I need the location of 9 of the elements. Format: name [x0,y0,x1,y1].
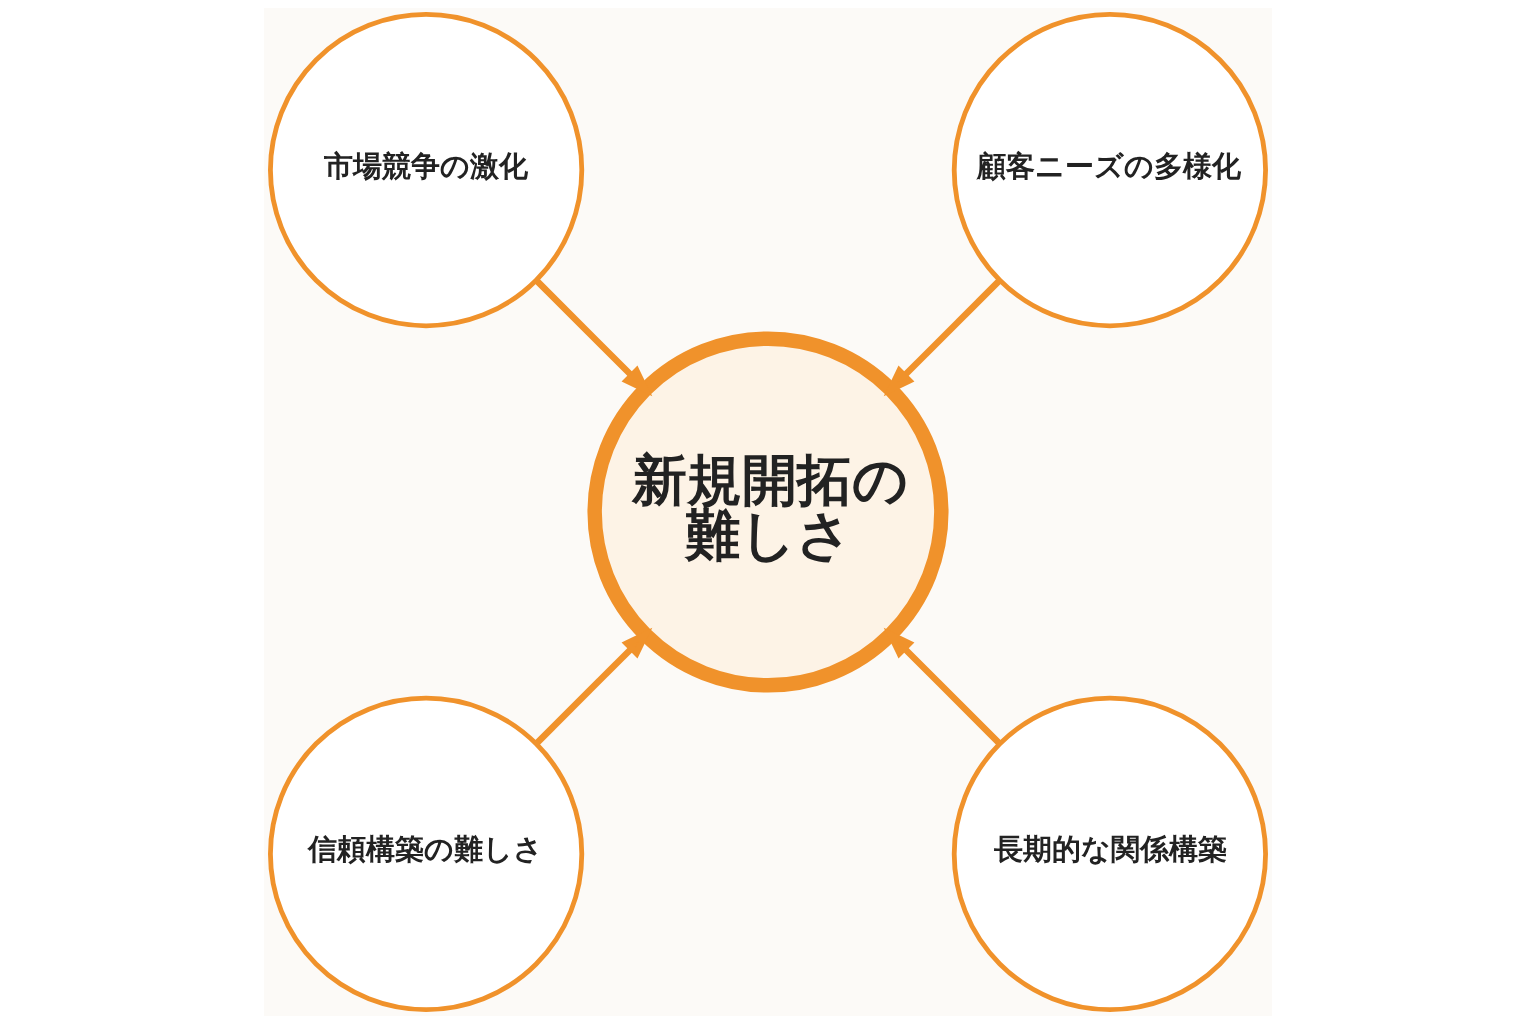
arrow [534,278,653,397]
node-circle: 長期的な関係構築 [951,695,1268,1012]
node-circle: 市場競争の激化 [268,12,585,329]
node-circle: 信頼構築の難しさ [268,695,585,1012]
node-circle: 顧客ニーズの多様化 [951,12,1268,329]
arrow [883,278,1002,397]
arrow [534,627,653,746]
node-circle: 新規開拓の難しさ [587,331,949,693]
arrow [883,627,1002,746]
